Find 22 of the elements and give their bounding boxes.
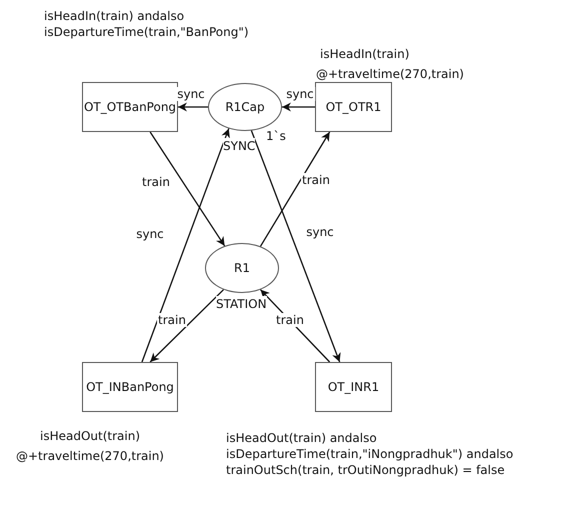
arc-arrow bbox=[141, 128, 230, 362]
arc-arrow bbox=[178, 102, 208, 112]
inscription-text: @+traveltime(270,train) bbox=[16, 448, 164, 464]
edge-label: train bbox=[275, 313, 305, 327]
edge-label: train bbox=[141, 175, 171, 189]
transition-box: OT_OTR1 bbox=[315, 82, 392, 132]
arc-arrow bbox=[282, 102, 315, 112]
inscription-text: isHeadOut(train) bbox=[40, 428, 140, 444]
transition-box: OT_INR1 bbox=[315, 362, 392, 412]
arc-arrow bbox=[150, 289, 224, 362]
arc-arrow bbox=[150, 132, 226, 246]
arc-arrow bbox=[250, 130, 341, 362]
edge-label: sync bbox=[176, 87, 206, 101]
transition-box: OT_OTBanPong bbox=[82, 82, 178, 132]
inscription-text: isHeadIn(train) bbox=[320, 46, 410, 62]
place-ellipse: R1 bbox=[205, 243, 279, 293]
transition-box: OT_INBanPong bbox=[82, 362, 178, 412]
place-ellipse: R1Cap bbox=[208, 83, 282, 131]
arc-arrow bbox=[260, 132, 330, 247]
edge-label: train bbox=[301, 173, 331, 187]
edge-label: train bbox=[157, 313, 187, 327]
inscription-text: @+traveltime(270,train) bbox=[316, 66, 464, 82]
